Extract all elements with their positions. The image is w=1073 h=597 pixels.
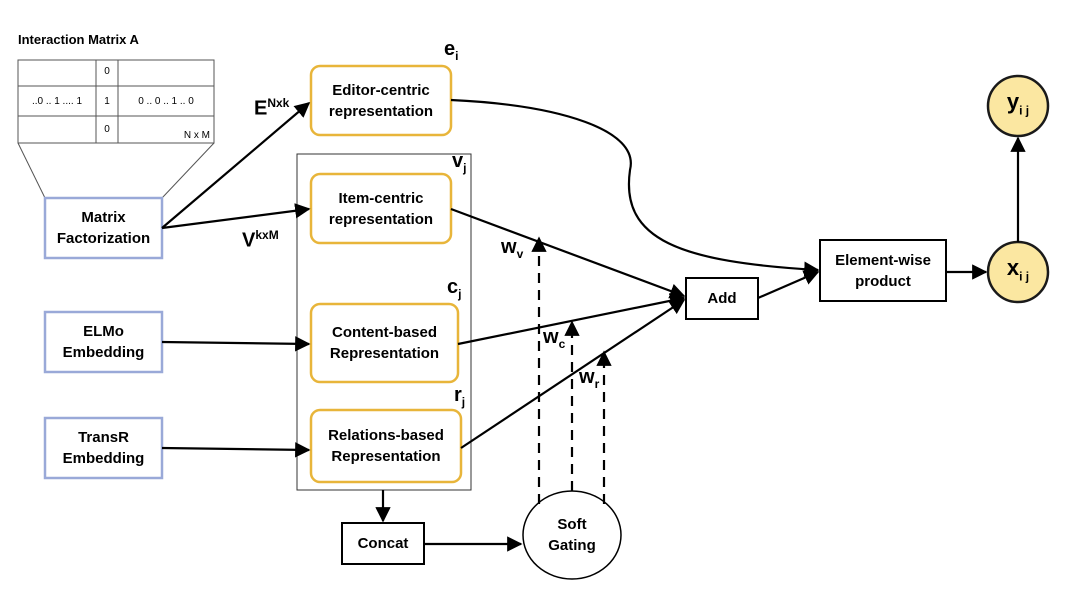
matrix-cell-bottom: 0: [104, 124, 110, 135]
editor-symbol-base: e: [444, 38, 456, 60]
wr-sub: r: [594, 377, 600, 391]
transr-line2: Embedding: [62, 450, 145, 467]
mf-line1: Matrix: [81, 209, 126, 226]
matrix-cell-right: 0 .. 0 .. 1 .. 0: [138, 96, 194, 107]
matrix-dimensions: N x M: [183, 130, 210, 141]
x-output-label: xi j: [988, 242, 1048, 302]
add-label: Add: [707, 290, 737, 307]
e-matrix-label: ENxk: [254, 92, 289, 120]
content-symbol: cj: [447, 276, 461, 305]
interaction-matrix: [17, 59, 215, 144]
wc-sub: c: [558, 337, 566, 351]
edge-item-to-add: [450, 207, 686, 299]
y-output-node: [986, 74, 1050, 138]
y-output-label: yi j: [988, 76, 1048, 136]
y-sub: i j: [1019, 103, 1030, 118]
matrix-funnel: [17, 142, 215, 199]
edge-mf-to-item: [161, 203, 311, 230]
relations-based-box: [309, 408, 463, 484]
e-matrix-sup: Nxk: [267, 96, 290, 110]
matrix-cell-left: ..0 .. 1 .... 1: [31, 96, 83, 107]
elmo-line2: Embedding: [62, 344, 145, 361]
content-symbol-sub: j: [458, 287, 462, 301]
edge-elmo-to-content: [161, 336, 311, 352]
mf-line2: Factorization: [56, 230, 151, 247]
x-sub: i j: [1019, 269, 1030, 284]
wr-base: w: [579, 366, 595, 388]
item-centric-label: Item-centric representation: [311, 174, 451, 243]
relations-symbol-base: r: [454, 384, 462, 406]
edge-transr-to-relations: [161, 442, 311, 458]
matrix-title: Interaction Matrix A: [18, 32, 139, 47]
add-box: [685, 277, 759, 320]
transr-embedding-label: TransR Embedding: [45, 418, 162, 478]
weight-r-label: wr: [579, 366, 599, 395]
item-centric-box: [309, 172, 453, 245]
gating-line2: Gating: [548, 537, 596, 554]
content-symbol-base: c: [447, 276, 459, 298]
item-line2: representation: [328, 210, 434, 228]
y-base: y: [1006, 88, 1020, 114]
transr-embedding-box: [43, 416, 164, 480]
transr-line1: TransR: [78, 429, 129, 446]
editor-centric-label: Editor-centric representation: [311, 66, 451, 135]
editor-line1: Editor-centric: [332, 81, 430, 99]
element-wise-product-box: [819, 239, 947, 302]
v-matrix-label: VkxM: [242, 224, 279, 252]
relations-symbol: rj: [454, 384, 465, 413]
v-matrix-sup: kxM: [255, 228, 279, 242]
matrix-cell-center: 1: [104, 96, 110, 107]
concat-label: Concat: [357, 535, 409, 552]
product-line1: Element-wise: [835, 251, 931, 269]
e-matrix-base: E: [254, 97, 268, 120]
editor-line2: representation: [328, 102, 434, 120]
wv-sub: v: [516, 247, 524, 261]
edge-relations-to-add: [460, 299, 686, 449]
edge-add-to-product: [757, 270, 820, 300]
weight-v-label: wv: [501, 236, 523, 265]
weight-c-label: wc: [543, 326, 565, 355]
edge-mf-to-editor: [161, 102, 311, 229]
item-symbol-sub: j: [463, 161, 467, 175]
wc-base: w: [543, 326, 559, 348]
relations-symbol-sub: j: [461, 395, 466, 409]
editor-symbol-sub: i: [455, 49, 459, 63]
element-wise-product-label: Element-wise product: [820, 240, 946, 301]
relations-line1: Relations-based: [328, 427, 444, 444]
wv-base: w: [501, 236, 517, 258]
item-symbol-base: v: [452, 150, 464, 172]
matrix-cell-top: 0: [104, 66, 110, 77]
item-symbol: vj: [452, 150, 466, 179]
relations-line2: Representation: [331, 448, 441, 465]
gating-line1: Soft: [557, 516, 587, 533]
v-matrix-base: V: [242, 229, 256, 252]
item-line1: Item-centric: [338, 189, 424, 207]
content-line2: Representation: [329, 345, 440, 362]
editor-symbol: ei: [444, 38, 458, 67]
concat-box: [341, 522, 425, 565]
edge-editor-to-product: [450, 98, 820, 277]
product-line2: product: [855, 272, 911, 290]
elmo-line1: ELMo: [83, 323, 124, 340]
x-base: x: [1006, 254, 1020, 280]
content-line1: Content-based: [331, 324, 437, 341]
